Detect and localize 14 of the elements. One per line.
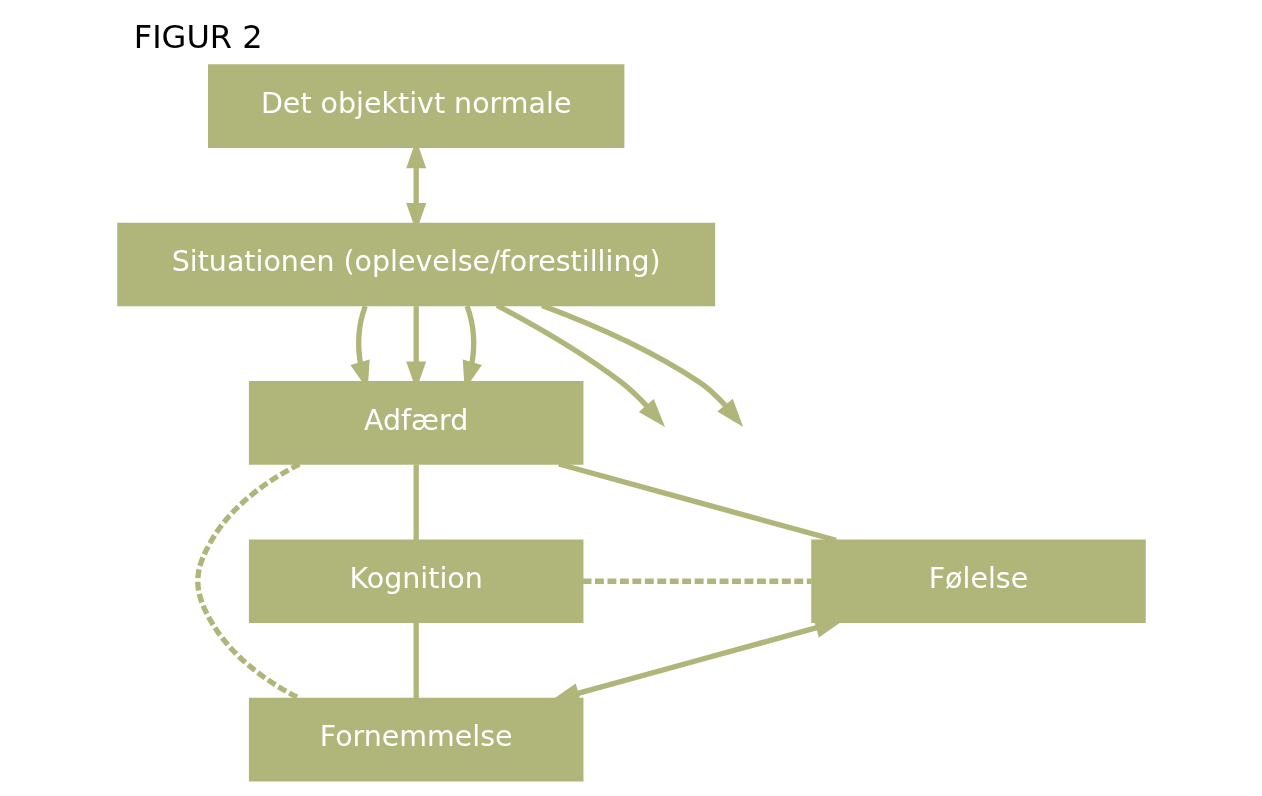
node-box: Fornemmelse xyxy=(248,697,583,782)
node-box: Situationen (oplevelse/forestilling) xyxy=(116,222,715,307)
connector xyxy=(194,461,301,701)
node-box: Kognition xyxy=(248,539,583,624)
arrow xyxy=(540,303,743,428)
node-box: Adfærd xyxy=(248,381,583,465)
connector xyxy=(413,464,419,541)
arrow xyxy=(495,303,665,427)
connector xyxy=(582,578,811,584)
connector xyxy=(557,461,837,543)
node-box: Følelse xyxy=(810,539,1146,624)
diagram-title: FIGUR 2 xyxy=(133,18,263,57)
connector xyxy=(413,622,419,699)
node-box: Det objektivt normale xyxy=(207,64,624,148)
